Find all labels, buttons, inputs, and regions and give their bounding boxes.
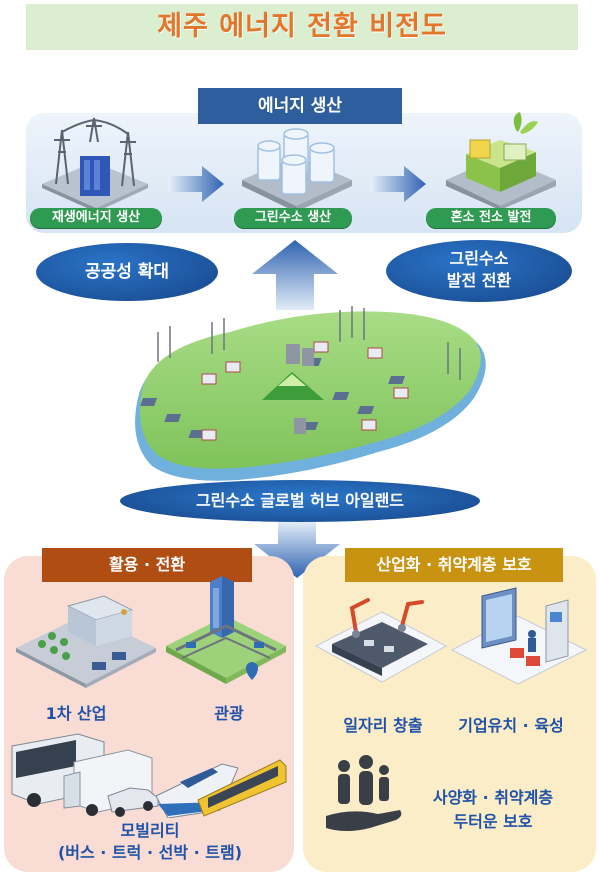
- power-plant-icon: [446, 112, 556, 210]
- step-label-power-generation: 혼소 전소 발전: [426, 208, 556, 228]
- utilization-panel: [4, 556, 294, 872]
- city-icon: [166, 576, 286, 684]
- mobility-label: 모빌리티 (버스 · 트럭 · 선박 · 트램): [20, 820, 280, 864]
- label-primary-industry: 1차 산업: [45, 704, 107, 723]
- island-hub-label: 그린수소 글로벌 허브 아일랜드: [120, 480, 480, 522]
- title-bar: 제주 에너지 전환 비전도: [26, 4, 578, 50]
- arrow-right-icon: [168, 166, 224, 202]
- oval-public-benefit: 공공성 확대: [36, 243, 218, 301]
- label-tourism: 관광: [214, 704, 244, 723]
- step-label-renewable: 재생에너지 생산: [30, 208, 162, 228]
- page-title: 제주 에너지 전환 비전도: [157, 11, 447, 42]
- label-job-creation: 일자리 창출: [343, 716, 423, 735]
- protection-header: 산업화 · 취약계층 보호: [345, 548, 563, 582]
- hydrogen-tank-icon: [242, 128, 352, 212]
- farm-icon: [16, 595, 156, 688]
- arrow-right-icon: [370, 166, 426, 202]
- utilization-header: 활용 · 전환: [42, 548, 252, 582]
- care-line-1: 사양화 · 취약계층: [432, 788, 554, 807]
- oval-line-1: 그린수소: [449, 249, 509, 268]
- energy-production-header: 에너지 생산: [198, 88, 402, 124]
- care-label: 사양화 · 취약계층 두터운 보호: [402, 786, 584, 834]
- oval-line-2: 발전 전환: [446, 271, 512, 290]
- oval-hydrogen-transition: 그린수소 발전 전환: [386, 240, 572, 302]
- substation-icon: [42, 117, 148, 212]
- arrow-down-icon: [254, 522, 340, 578]
- step-label-hydrogen: 그린수소 생산: [234, 208, 352, 228]
- factory-robot-icon: [314, 598, 448, 683]
- label-business-attraction: 기업유치 · 육성: [458, 716, 564, 735]
- mobility-line-1: 모빌리티: [120, 821, 180, 840]
- family-care-icon: [326, 755, 402, 831]
- business-support-icon: [450, 587, 588, 685]
- care-line-2: 두터운 보호: [453, 812, 533, 831]
- vehicles-icon: [11, 733, 287, 818]
- mobility-line-2: (버스 · 트럭 · 선박 · 트램): [57, 843, 243, 862]
- arrow-up-icon: [252, 240, 338, 310]
- jeju-island-map: [135, 306, 486, 481]
